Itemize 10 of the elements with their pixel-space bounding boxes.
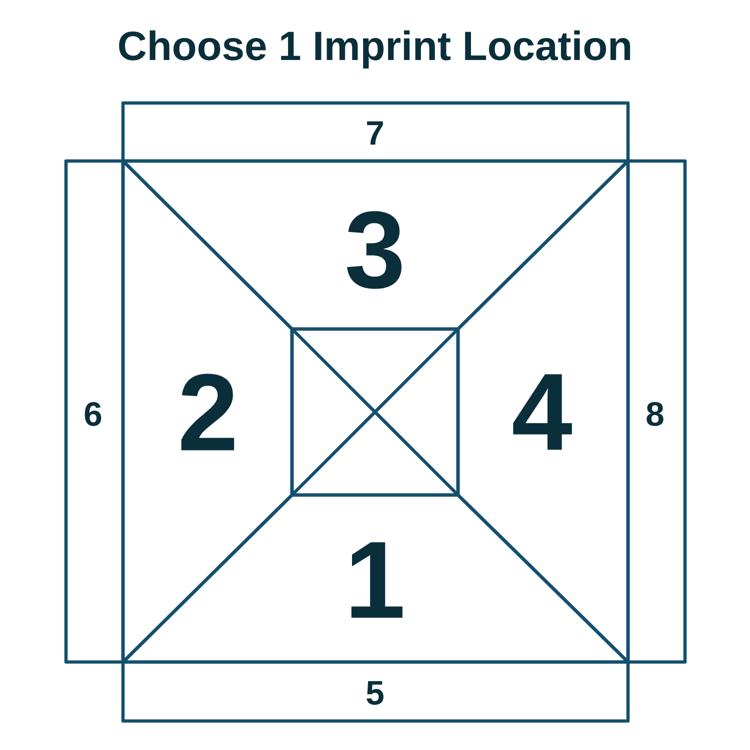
imprint-panel: 3: [121, 159, 630, 331]
imprint-panel: 8: [626, 159, 687, 664]
imprint-panel: 6: [64, 159, 125, 664]
title: Choose 1 Imprint Location: [119, 30, 630, 68]
imprint-panel: 2: [121, 159, 294, 664]
imprint-panel: 7: [121, 101, 630, 163]
center-square: [290, 327, 460, 497]
imprint-panel: 4: [456, 159, 630, 664]
imprint-panel: 5: [121, 660, 630, 723]
imprint-panel: 1: [121, 493, 630, 664]
